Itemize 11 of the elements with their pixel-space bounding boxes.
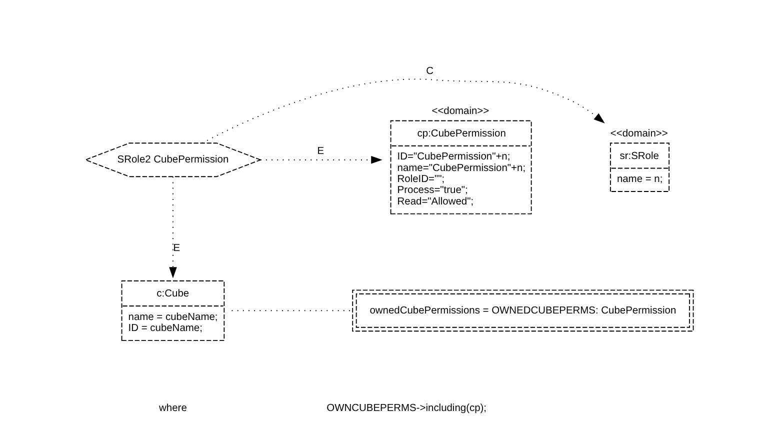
arrow bbox=[202, 78, 605, 144]
node-box: ownedCubePermissions = OWNEDCUBEPERMS: CubePermission bbox=[352, 290, 694, 332]
arrow bbox=[260, 156, 382, 164]
arrow bbox=[169, 176, 177, 278]
label: OWNCUBEPERMS->including(cp); bbox=[326, 402, 487, 414]
label: where bbox=[159, 402, 187, 414]
edge-label: E bbox=[317, 146, 324, 158]
edge-label: C bbox=[426, 66, 434, 78]
node-label: <<domain>> bbox=[610, 128, 668, 140]
edge-label: E bbox=[173, 242, 180, 254]
node-label: <<domain>> bbox=[432, 106, 490, 118]
